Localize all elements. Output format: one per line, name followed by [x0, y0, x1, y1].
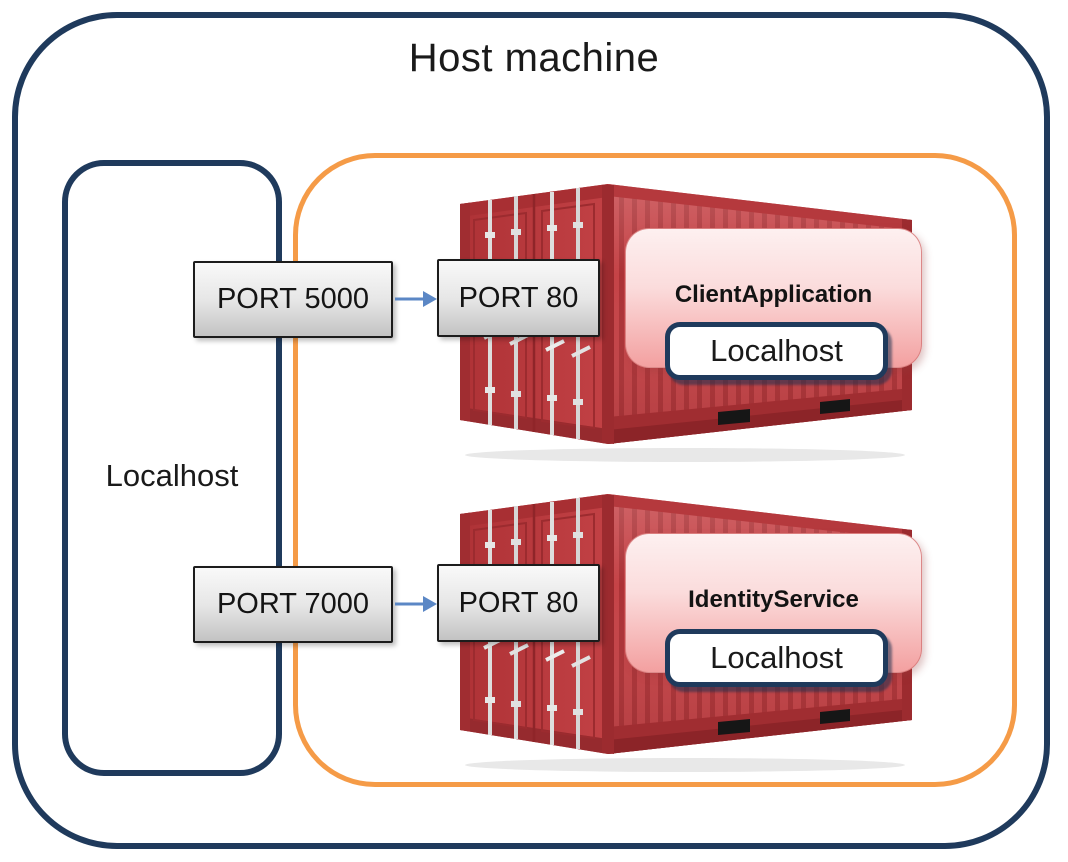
host-port-label: PORT 5000: [216, 283, 370, 315]
port-mapping-arrow-icon: [394, 289, 437, 309]
service-localhost-box: Localhost: [665, 322, 888, 380]
host-port-box-5000: PORT 5000: [193, 261, 393, 338]
service-localhost-box: Localhost: [665, 629, 888, 687]
service-localhost-label: Localhost: [710, 640, 843, 675]
docker-network-box: [293, 153, 1017, 787]
service-localhost-label: Localhost: [710, 333, 843, 368]
port-mapping-arrow-icon: [394, 594, 437, 614]
host-localhost-label: Localhost: [105, 458, 239, 493]
service-name-label: IdentityService: [688, 586, 859, 613]
host-port-label: PORT 7000: [216, 588, 370, 620]
host-localhost-box: [62, 160, 282, 776]
service-name-label: ClientApplication: [674, 281, 873, 308]
host-machine-title: Host machine: [408, 36, 660, 80]
host-port-box-7000: PORT 7000: [193, 566, 393, 643]
container-port-box-80-top: PORT 80: [437, 259, 600, 337]
host-machine-box: [12, 12, 1050, 849]
container-port-label: PORT 80: [458, 281, 579, 314]
container-port-box-80-bottom: PORT 80: [437, 564, 600, 642]
container-port-label: PORT 80: [458, 586, 579, 619]
